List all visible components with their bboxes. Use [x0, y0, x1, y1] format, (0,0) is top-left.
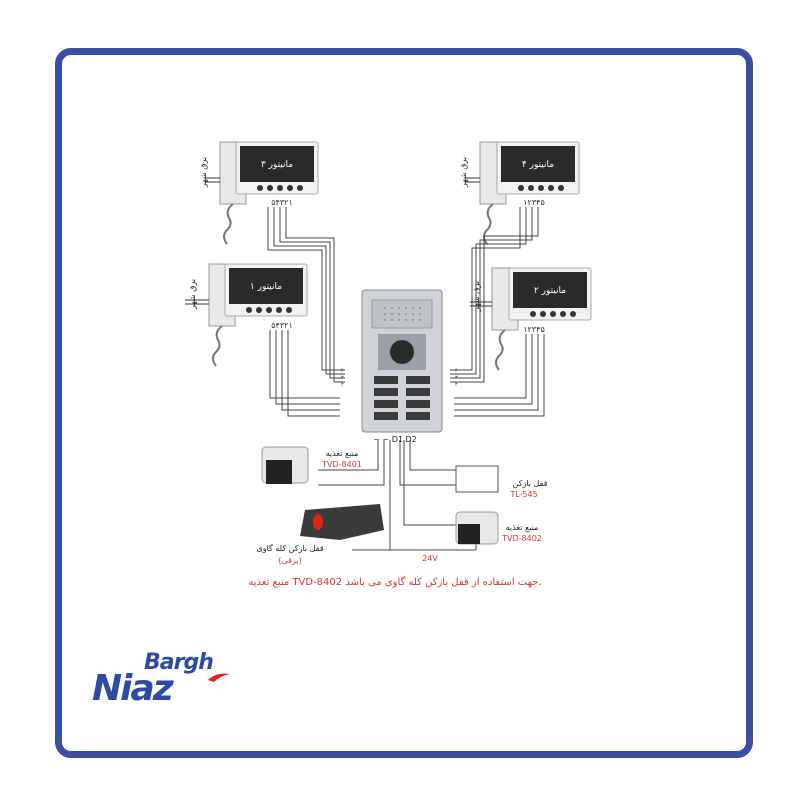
- voltage-label: 24V: [422, 554, 438, 563]
- logo-niaz: Niaz: [92, 668, 174, 709]
- power-supply-8401: منبع تغذیه TVD-8401: [261, 446, 362, 484]
- power-supply-2-model: TVD-8402: [501, 534, 542, 543]
- svg-text:۲: ۲: [341, 382, 344, 388]
- svg-text:۲: ۲: [455, 382, 458, 388]
- monitor-2-pins: ۱۲۳۴۵: [523, 325, 544, 334]
- monitor-4-pins: ۱۲۳۴۵: [523, 198, 544, 207]
- footnote: منبع تغذیه TVD-8402 جهت استفاده از قفل ب…: [248, 576, 541, 588]
- monitor-3-label: مانیتور ۳: [261, 160, 293, 170]
- door-lock: قفل بازکن TL-545: [455, 465, 548, 499]
- logo-bargh: Bargh: [144, 650, 214, 675]
- monitor-2-label: مانیتور ۲: [534, 286, 566, 296]
- monitor-4-city-power: برق شهر: [459, 157, 468, 188]
- monitor-3: مانیتور ۳ برق شهر ۵۴۳۲۱: [199, 141, 319, 245]
- monitor-4-label: مانیتور ۴: [522, 160, 554, 170]
- monitor-2: مانیتور ۲ برق شهر ۱۲۳۴۵: [470, 267, 592, 371]
- monitor-3-pins: ۵۴۳۲۱: [271, 198, 292, 207]
- monitor-1: مانیتور ۱ برق شهر ۵۴۳۲۱: [185, 263, 308, 367]
- door-panel: [361, 289, 443, 433]
- svg-text:۴: ۴: [341, 368, 344, 374]
- cow-lock-sub: (برقی): [278, 556, 301, 565]
- power-supply-2-label: منبع تغذیه: [506, 523, 539, 532]
- power-supply-1-label: منبع تغذیه: [326, 449, 359, 458]
- svg-text:۳: ۳: [341, 375, 344, 381]
- lock-model: TL-545: [509, 490, 537, 499]
- monitor-1-label: مانیتور ۱: [250, 282, 282, 292]
- lock-label: قفل بازکن: [513, 479, 548, 488]
- cow-head-lock: قفل بازکن کله گاوی (برقی): [256, 504, 384, 565]
- svg-text:۴: ۴: [455, 368, 458, 374]
- power-supply-1-model: TVD-8401: [321, 460, 362, 469]
- power-supply-8402: منبع تغذیه TVD-8402: [455, 511, 542, 545]
- wires: [267, 207, 545, 551]
- monitor-1-pins: ۵۴۳۲۱: [271, 321, 292, 330]
- cow-lock-label: قفل بازکن کله گاوی: [256, 543, 323, 553]
- svg-text:۳: ۳: [455, 375, 458, 381]
- logo-swoosh-icon: [208, 673, 230, 682]
- monitor-1-city-power: برق شهر: [188, 279, 197, 310]
- terminal-labels: ~ ~ D1 D2: [373, 435, 417, 444]
- monitor-4: مانیتور ۴ برق شهر ۱۲۳۴۵: [459, 141, 580, 245]
- monitor-3-city-power: برق شهر: [199, 157, 208, 188]
- logo: Bargh Niaz: [92, 648, 262, 718]
